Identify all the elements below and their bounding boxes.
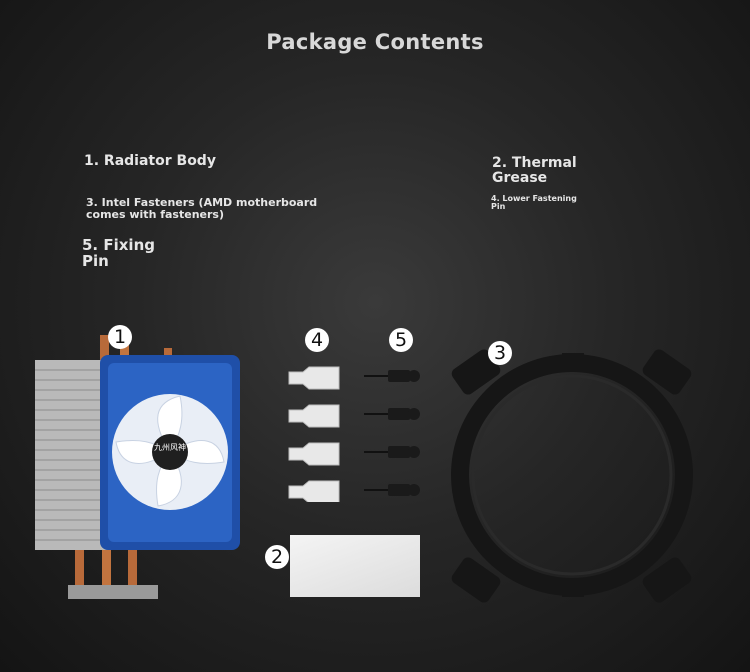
label-lower-fastening-pin: 4. Lower Fastening Pin	[491, 194, 577, 212]
label-fixing-pin: 5. Fixing Pin	[82, 236, 155, 270]
label-intel-fasteners: 3. Intel Fasteners (AMD motherboard come…	[86, 196, 318, 221]
fixing-pins-image	[364, 370, 420, 496]
radiator-body-image: 九州风神	[35, 335, 240, 599]
marker-1: 1	[108, 325, 132, 349]
label-radiator-body: 1. Radiator Body	[84, 153, 216, 169]
lower-fastening-pins-image	[288, 366, 340, 502]
svg-text:九州风神: 九州风神	[154, 442, 186, 452]
page-title: Package Contents	[266, 30, 484, 54]
marker-4: 4	[305, 328, 329, 352]
marker-2: 2	[265, 545, 289, 569]
marker-3: 3	[488, 341, 512, 365]
intel-fasteners-image	[451, 349, 693, 603]
marker-5: 5	[389, 328, 413, 352]
thermal-grease-image	[290, 535, 420, 597]
label-thermal-grease: 2. Thermal Grease	[492, 155, 577, 186]
